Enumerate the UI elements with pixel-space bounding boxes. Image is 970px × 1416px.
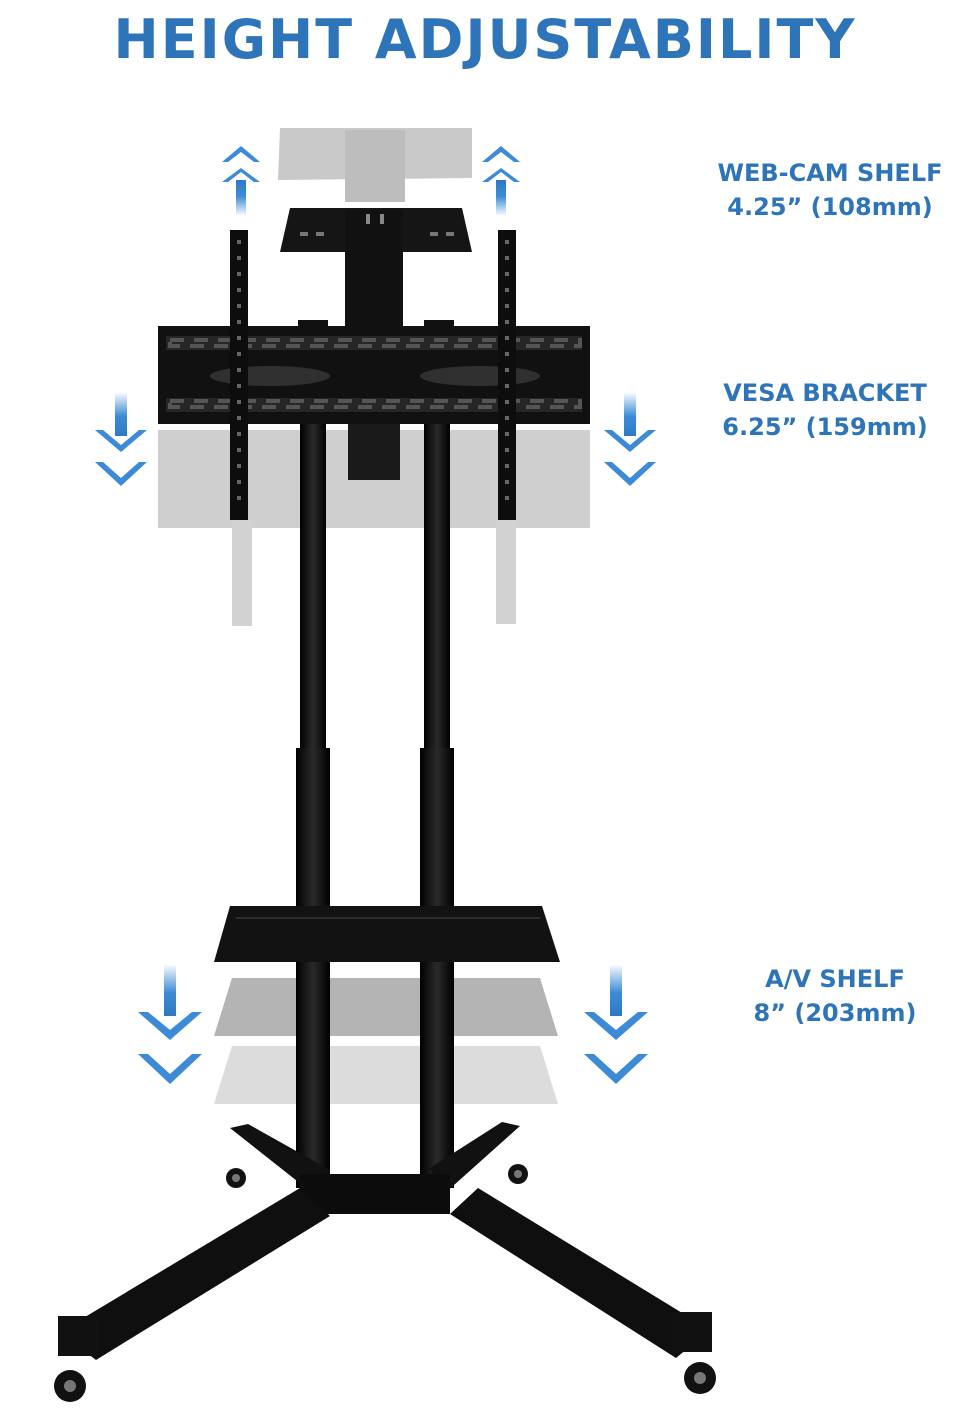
poles xyxy=(296,320,454,1188)
webcam-shelf-range: 4.25” (108mm) xyxy=(727,193,933,221)
vesa-bracket-range: 6.25” (159mm) xyxy=(722,413,928,441)
vesa-bracket-label: VESA BRACKET 6.25” (159mm) xyxy=(700,376,950,444)
arrow-up-icon xyxy=(222,146,520,216)
arrow-down-icon xyxy=(95,392,656,1084)
av-shelf-range: 8” (203mm) xyxy=(753,999,917,1027)
vesa-bracket xyxy=(158,230,590,520)
webcam-shelf xyxy=(280,208,472,330)
vesa-bracket-name: VESA BRACKET xyxy=(723,379,927,407)
av-shelf-name: A/V SHELF xyxy=(765,965,905,993)
page-title: HEIGHT ADJUSTABILITY xyxy=(113,8,857,71)
webcam-shelf-label: WEB-CAM SHELF 4.25” (108mm) xyxy=(690,156,970,224)
av-shelf-label: A/V SHELF 8” (203mm) xyxy=(710,962,960,1030)
av-shelf xyxy=(214,906,560,962)
webcam-shelf-name: WEB-CAM SHELF xyxy=(717,159,943,187)
caster-base xyxy=(54,1122,716,1402)
